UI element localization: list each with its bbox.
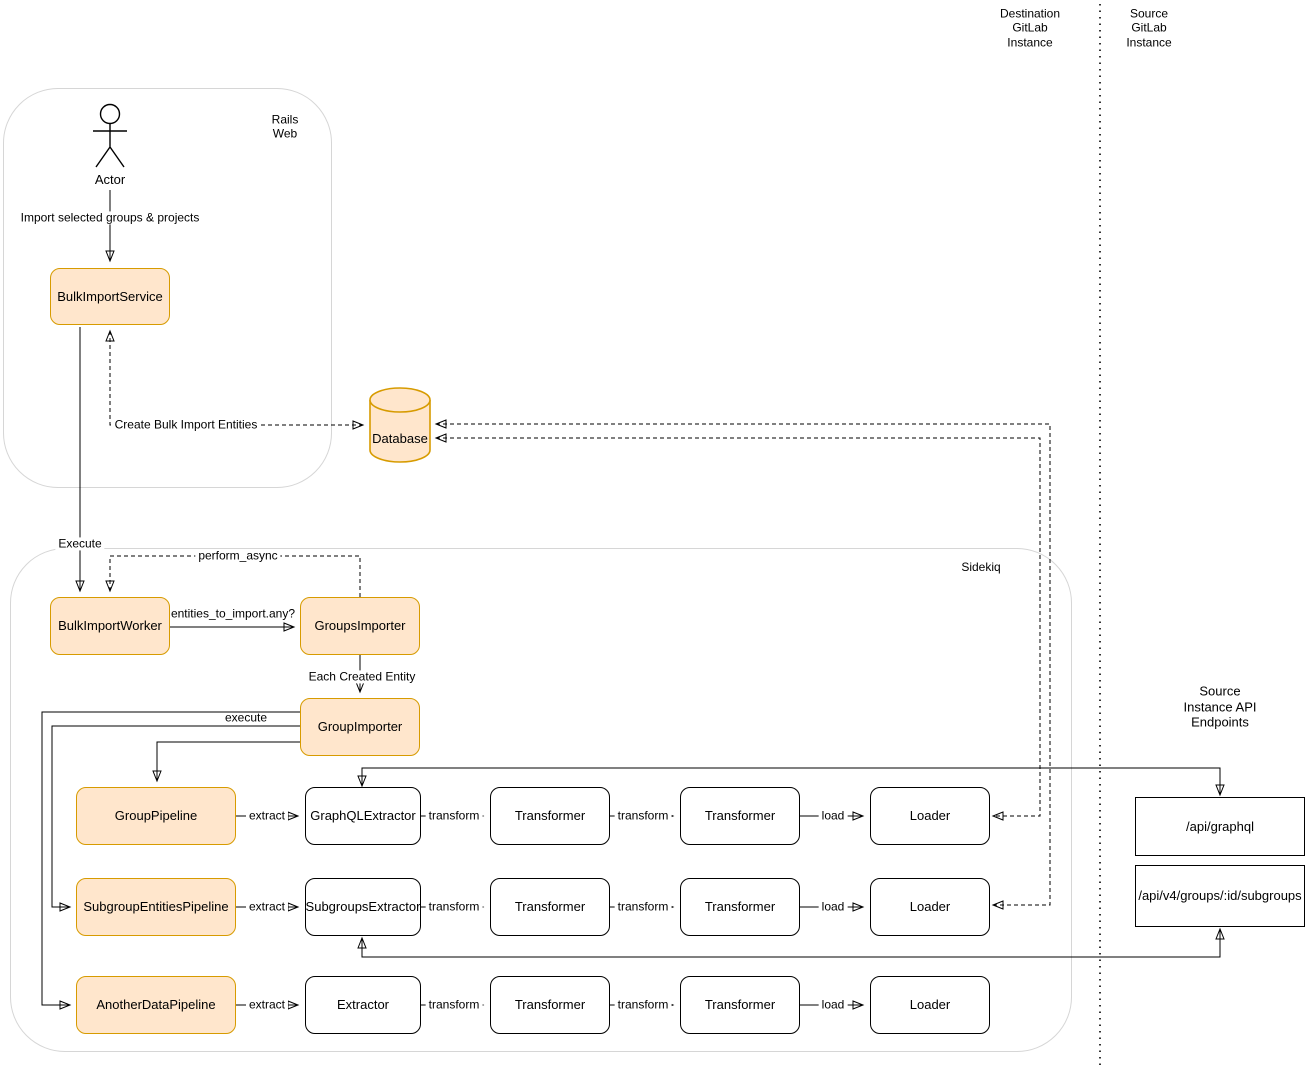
edge-label-extract-3: extract [245,998,289,1012]
node-loader-3: Loader [870,976,990,1034]
node-extractor: Extractor [305,976,421,1034]
database-label: Database [372,431,428,447]
edge-label-create-entities: Create Bulk Import Entities [111,418,261,432]
edge-label-execute-pipeline: execute [224,710,268,725]
node-another-data-pipeline: AnotherDataPipeline [76,976,236,1034]
edge-to-group-pipeline [152,741,300,783]
edge-to-anotherdata-pipeline [41,711,300,1010]
edge-label-load-1: load [818,809,848,823]
rails-web-label: Rails Web [271,112,299,141]
database-icon [369,387,431,463]
edge-create-entities [105,329,365,430]
node-bulk-import-worker: BulkImportWorker [50,597,170,655]
edge-label-transform-3a: transform [425,998,483,1012]
edge-subgroups-endpoint [357,927,1225,958]
node-group-pipeline: GroupPipeline [76,787,236,845]
api-endpoints-title: Source Instance API Endpoints [1183,683,1257,730]
node-transformer-1b: Transformer [680,787,800,845]
node-group-importer: GroupImporter [300,698,420,756]
node-transformer-3b: Transformer [680,976,800,1034]
edge-label-execute: Execute [55,537,105,551]
actor-label: Actor [94,172,126,188]
node-transformer-1a: Transformer [490,787,610,845]
edge-label-each-created-entity: Each Created Entity [305,670,419,684]
node-transformer-2b: Transformer [680,878,800,936]
node-loader-1: Loader [870,787,990,845]
node-subgroup-entities-pipeline: SubgroupEntitiesPipeline [76,878,236,936]
edge-to-subgroup-pipeline [51,725,300,912]
edge-label-transform-2b: transform [614,900,672,914]
edge-label-load-2: load [818,900,848,914]
edge-label-extract-1: extract [245,809,289,823]
node-api-subgroups: /api/v4/groups/:id/subgroups [1135,865,1305,927]
edge-label-transform-2a: transform [425,900,483,914]
edge-label-import-selected: Import selected groups & projects [17,211,203,225]
edge-label-transform-1b: transform [614,809,672,823]
edge-db-loader-1 [434,433,1041,821]
node-subgroups-extractor: SubgroupsExtractor [305,878,421,936]
edge-label-load-3: load [818,998,848,1012]
node-loader-2: Loader [870,878,990,936]
edge-db-loader-2 [434,419,1051,910]
edge-label-entities-check: entities_to_import.any? [170,606,296,621]
edge-label-transform-1a: transform [425,809,483,823]
node-transformer-2a: Transformer [490,878,610,936]
actor-icon [93,103,127,168]
destination-instance-label: Destination GitLab Instance [999,6,1061,50]
edge-label-perform-async: perform_async [195,549,281,563]
node-transformer-3a: Transformer [490,976,610,1034]
edge-label-transform-3b: transform [614,998,672,1012]
node-graphql-extractor: GraphQLExtractor [305,787,421,845]
edge-label-extract-2: extract [245,900,289,914]
rails-web-container [3,88,332,488]
node-groups-importer: GroupsImporter [300,597,420,655]
edge-perform-async [105,555,361,597]
node-api-graphql: /api/graphql [1135,797,1305,856]
node-bulk-import-service: BulkImportService [50,268,170,325]
sidekiq-label: Sidekiq [961,559,1001,574]
source-instance-label: Source GitLab Instance [1126,6,1172,50]
